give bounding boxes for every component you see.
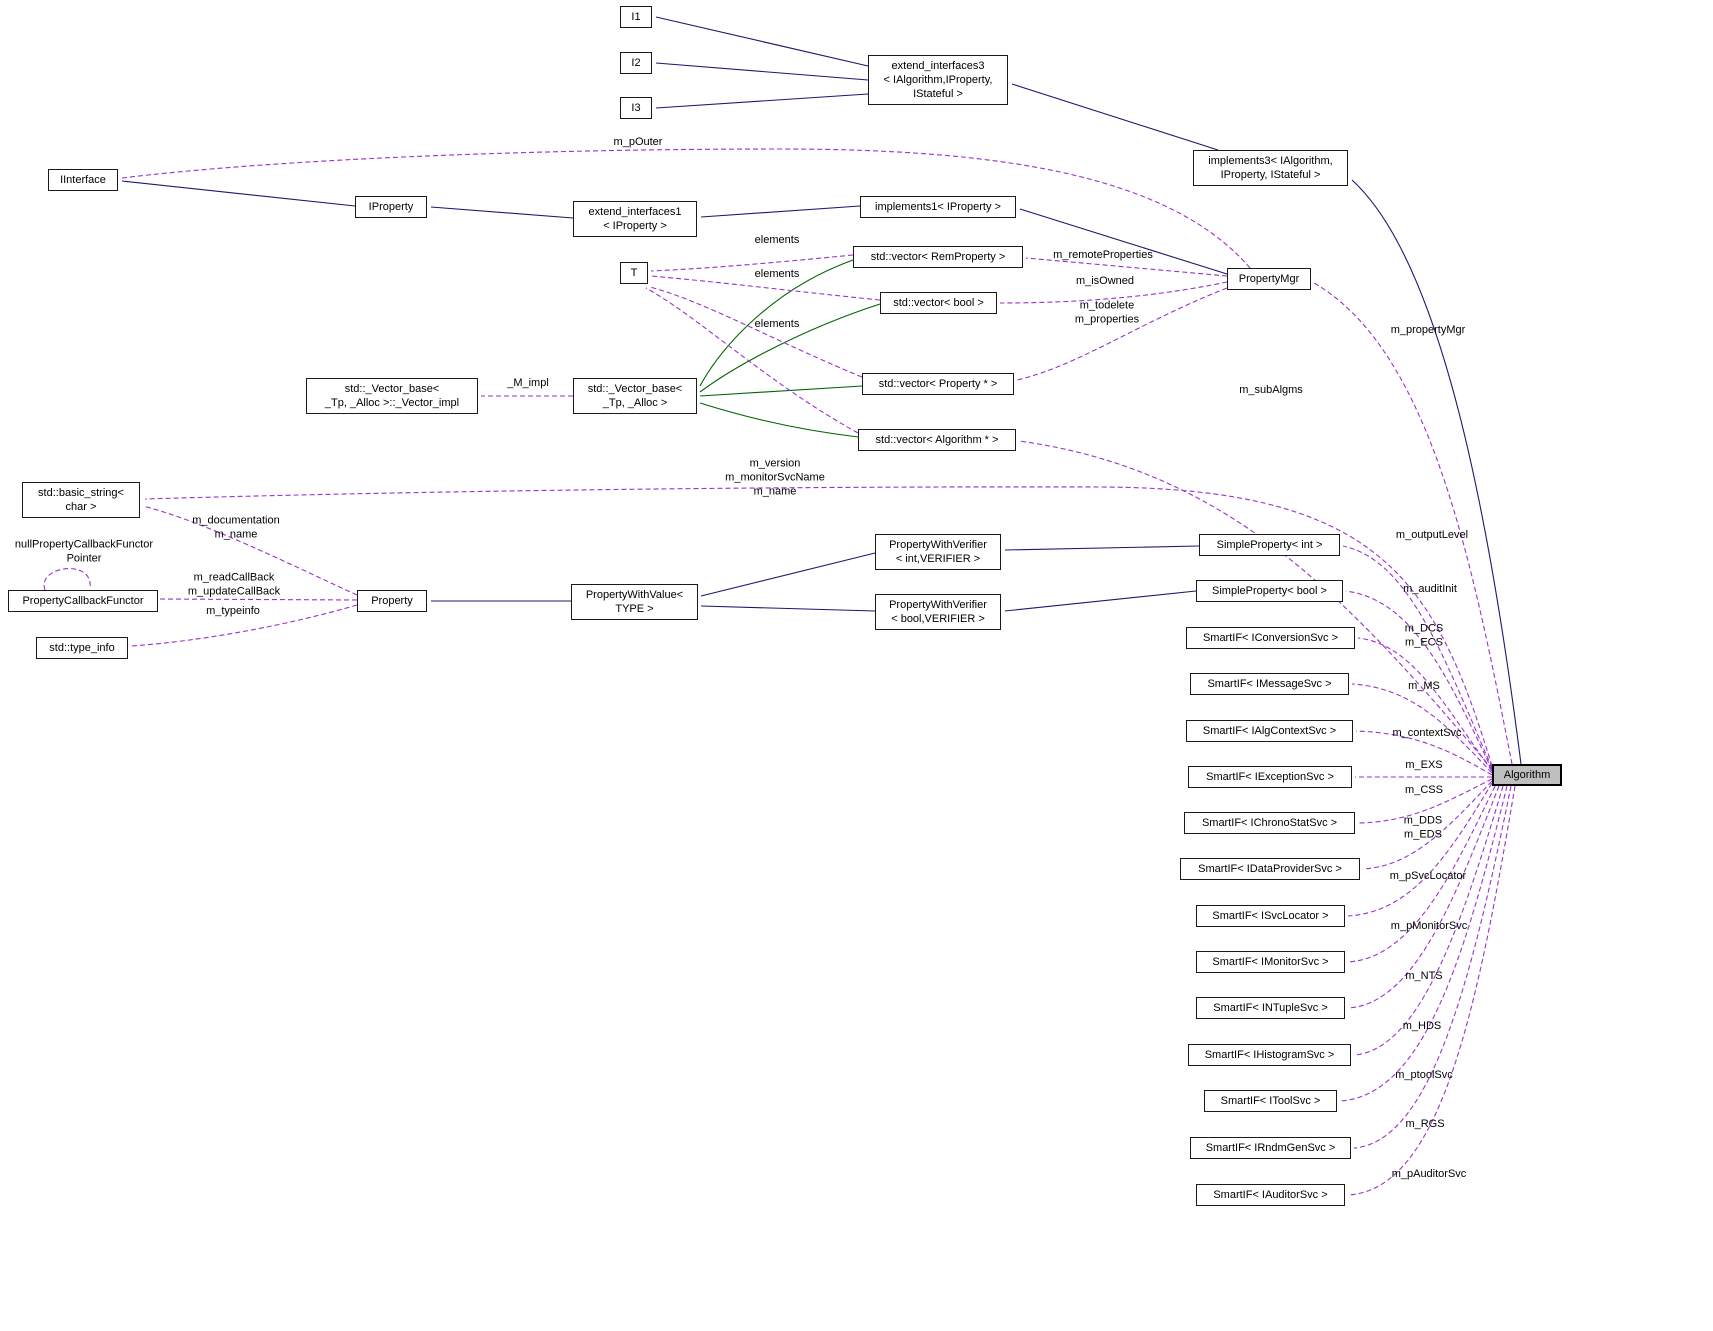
edge-property-to-callbackfunctor — [159, 598, 358, 601]
edge-vector-algorithm-to-t — [645, 287, 859, 434]
edge-extend3-to-i3 — [655, 93, 869, 109]
node-smartif-itoolsvc[interactable]: SmartIF< IToolSvc > — [1204, 1090, 1337, 1112]
edge-propertymgr-to-vector-property — [1016, 287, 1228, 381]
node-vector-remproperty[interactable]: std::vector< RemProperty > — [853, 246, 1023, 268]
edge-vector-remproperty-to-vectorbase — [699, 259, 854, 387]
edge-propertymgr-to-iinterface-mpouter — [121, 148, 1251, 269]
edge-propertymgr-to-vector-remproperty — [1025, 257, 1228, 277]
usage-edges — [43, 148, 1516, 1196]
edge-algorithm-to-ialgcontextsvc — [1355, 730, 1493, 776]
edge-algorithm-to-ichronostatsvc — [1357, 778, 1493, 824]
edge-algorithm-to-simpleproperty-bool — [1345, 590, 1493, 771]
edge-algorithm-to-imessagesvc — [1351, 683, 1493, 774]
node-extend-interfaces3[interactable]: extend_interfaces3 < IAlgorithm,IPropert… — [868, 55, 1008, 105]
edge-algorithm-to-idataprovidersvc — [1362, 780, 1493, 870]
node-simple-property-bool[interactable]: SimpleProperty< bool > — [1196, 580, 1343, 602]
node-simple-property-int[interactable]: SimpleProperty< int > — [1199, 534, 1340, 556]
edge-propertymgr-to-implements1 — [1019, 208, 1228, 275]
edge-extend1-to-iproperty — [430, 206, 574, 219]
edge-property-to-basicstring — [142, 505, 358, 596]
edge-algorithm-to-irndmgensvc — [1353, 785, 1512, 1149]
edge-vector-algorithm-to-vectorbase — [699, 402, 859, 438]
template-edges — [699, 259, 881, 438]
edge-vector-bool-to-vectorbase — [699, 303, 881, 393]
node-vector-bool[interactable]: std::vector< bool > — [880, 292, 997, 314]
edge-callbackfunctor-self-loop — [43, 568, 91, 591]
node-implements1[interactable]: implements1< IProperty > — [860, 196, 1016, 218]
edge-simpleproperty-bool-to-pwverifier-bool — [1004, 590, 1197, 612]
node-smartif-intuplesvc[interactable]: SmartIF< INTupleSvc > — [1196, 997, 1345, 1019]
edge-vector-remproperty-to-t — [650, 254, 854, 272]
node-smartif-iauditorsvc[interactable]: SmartIF< IAuditorSvc > — [1196, 1184, 1345, 1206]
node-smartif-imonitorsvc[interactable]: SmartIF< IMonitorSvc > — [1196, 951, 1345, 973]
node-smartif-imessagesvc[interactable]: SmartIF< IMessageSvc > — [1190, 673, 1349, 695]
node-propertymgr[interactable]: PropertyMgr — [1227, 268, 1311, 290]
node-property-with-verifier-int[interactable]: PropertyWithVerifier < int,VERIFIER > — [875, 534, 1001, 570]
node-implements3[interactable]: implements3< IAlgorithm, IProperty, ISta… — [1193, 150, 1348, 186]
edge-algorithm-to-ihistogramsvc — [1353, 785, 1504, 1056]
node-vector-property[interactable]: std::vector< Property * > — [862, 373, 1014, 395]
edge-implements1-to-extend1 — [700, 205, 861, 218]
edge-algorithm-to-intuplesvc — [1347, 785, 1500, 1009]
edge-algorithm-to-propertymgr — [1313, 282, 1513, 765]
edge-algorithm-to-basicstring — [144, 486, 1493, 767]
node-smartif-iexceptionsvc[interactable]: SmartIF< IExceptionSvc > — [1188, 766, 1352, 788]
node-type-info[interactable]: std::type_info — [36, 637, 128, 659]
node-basic-string[interactable]: std::basic_string< char > — [22, 482, 140, 518]
edge-pwverifier-int-to-pwvalue — [700, 552, 876, 597]
edge-algorithm-to-simpleproperty-int — [1342, 545, 1493, 769]
edge-pwverifier-bool-to-pwvalue — [700, 605, 876, 612]
node-iinterface[interactable]: IInterface — [48, 169, 118, 191]
node-i1[interactable]: I1 — [620, 6, 652, 28]
edge-algorithm-to-imonitorsvc — [1347, 785, 1496, 963]
edge-iproperty-to-iinterface — [121, 180, 356, 207]
node-property-with-verifier-bool[interactable]: PropertyWithVerifier < bool,VERIFIER > — [875, 594, 1001, 630]
node-vector-algorithm[interactable]: std::vector< Algorithm * > — [858, 429, 1016, 451]
edge-algorithm-to-itoolsvc — [1339, 785, 1508, 1102]
node-smartif-isvclocator[interactable]: SmartIF< ISvcLocator > — [1196, 905, 1345, 927]
edge-vector-property-to-t — [649, 286, 863, 378]
inheritance-edges — [121, 16, 1522, 765]
edge-extend3-to-i2 — [655, 62, 869, 81]
node-smartif-ichronostatsvc[interactable]: SmartIF< IChronoStatSvc > — [1184, 812, 1355, 834]
node-algorithm: Algorithm — [1492, 764, 1562, 786]
node-property-with-value[interactable]: PropertyWithValue< TYPE > — [571, 584, 698, 620]
node-property[interactable]: Property — [357, 590, 427, 612]
node-vector-base[interactable]: std::_Vector_base< _Tp, _Alloc > — [573, 378, 697, 414]
edge-extend3-to-i1 — [655, 16, 869, 67]
edge-vector-property-to-vectorbase — [699, 385, 863, 397]
edge-simpleproperty-int-to-pwverifier-int — [1004, 545, 1200, 551]
node-iproperty[interactable]: IProperty — [355, 196, 427, 218]
node-t[interactable]: T — [620, 262, 648, 284]
node-i3[interactable]: I3 — [620, 97, 652, 119]
node-smartif-iconversionsvc[interactable]: SmartIF< IConversionSvc > — [1186, 627, 1355, 649]
edge-vector-bool-to-t — [650, 275, 881, 301]
edge-algorithm-to-implements3 — [1351, 179, 1522, 765]
edge-algorithm-to-vector-algorithm-subalgms — [1018, 440, 1493, 770]
node-vector-impl[interactable]: std::_Vector_base< _Tp, _Alloc >::_Vecto… — [306, 378, 478, 414]
node-extend-interfaces1[interactable]: extend_interfaces1 < IProperty > — [573, 201, 697, 237]
edge-property-to-typeinfo — [130, 604, 358, 647]
node-i2[interactable]: I2 — [620, 52, 652, 74]
edge-implements3-to-extend3 — [1011, 83, 1219, 151]
edge-propertymgr-to-vector-bool — [999, 281, 1228, 304]
node-smartif-ihistogramsvc[interactable]: SmartIF< IHistogramSvc > — [1188, 1044, 1351, 1066]
node-property-callback-functor[interactable]: PropertyCallbackFunctor — [8, 590, 158, 612]
node-smartif-ialgcontextsvc[interactable]: SmartIF< IAlgContextSvc > — [1186, 720, 1353, 742]
node-smartif-irndmgensvc[interactable]: SmartIF< IRndmGenSvc > — [1190, 1137, 1351, 1159]
node-smartif-idataprovidersvc[interactable]: SmartIF< IDataProviderSvc > — [1180, 858, 1360, 880]
edge-algorithm-to-isvclocator — [1347, 782, 1493, 917]
edge-algorithm-to-iauditorsvc — [1347, 785, 1516, 1196]
